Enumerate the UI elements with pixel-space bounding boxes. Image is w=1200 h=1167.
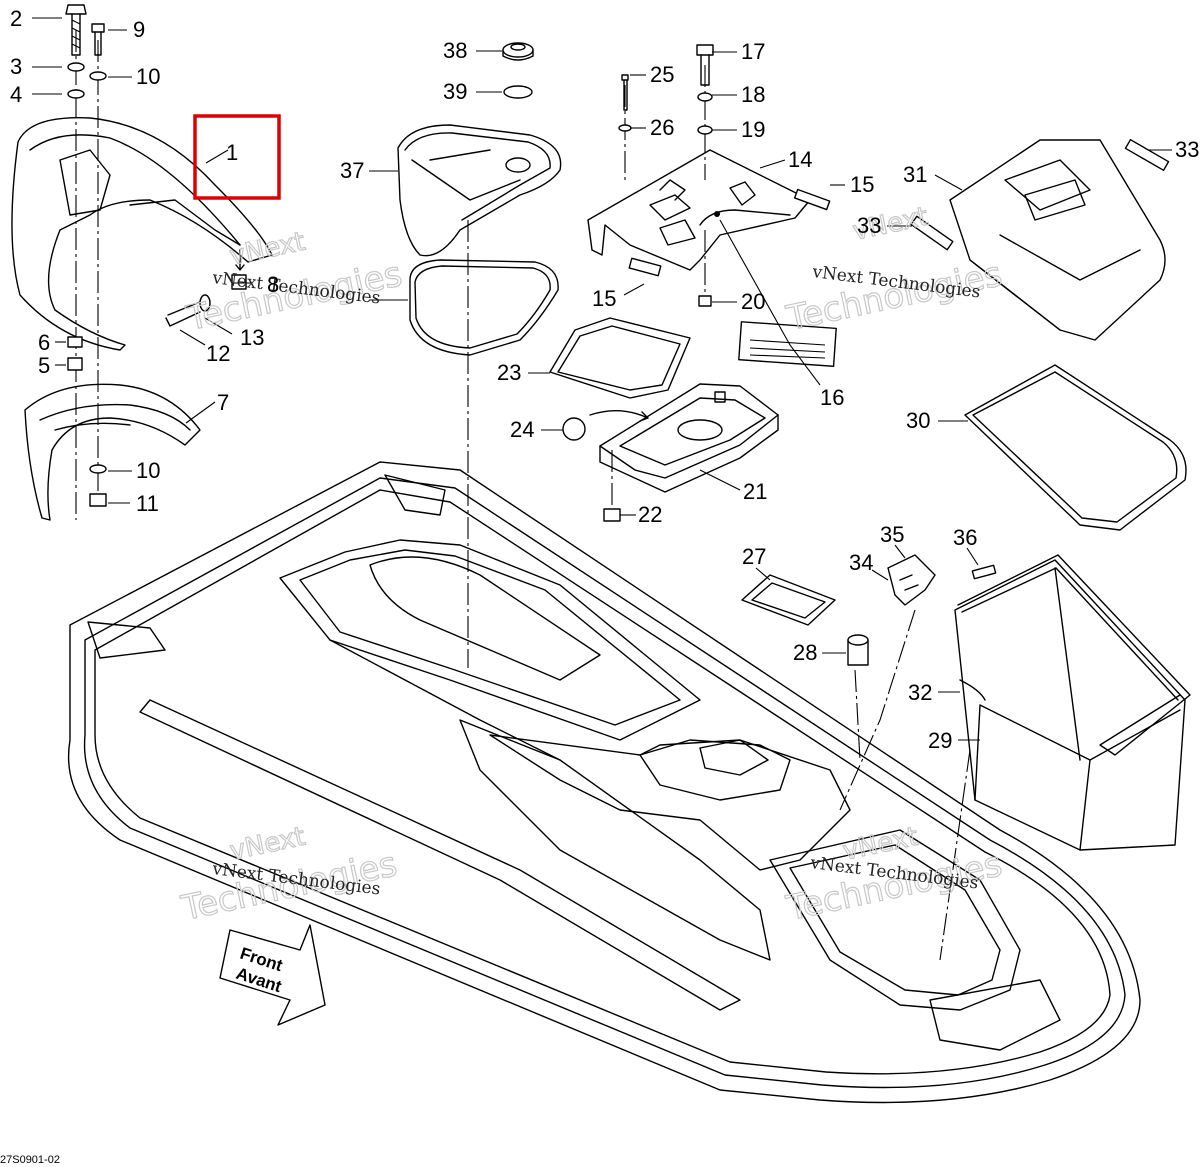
callout-23: 23 (497, 360, 521, 385)
callout-11: 11 (136, 491, 159, 516)
watermark-vnext-1: vNext (227, 227, 308, 272)
callout-27: 27 (742, 544, 766, 569)
callout-21: 21 (743, 479, 767, 504)
callout-22: 22 (638, 502, 662, 527)
callout-36: 36 (953, 525, 977, 550)
callout-31: 31 (903, 162, 927, 187)
callout-13: 13 (240, 325, 264, 350)
callout-2: 2 (10, 6, 22, 31)
part-29-storage-bin (954, 554, 1191, 851)
callout-18: 18 (741, 82, 765, 107)
callout-15-upper: 15 (850, 172, 874, 197)
callout-labels: 1 2 3 4 5 6 7 8 9 10 10 11 12 13 14 15 1… (10, 6, 1199, 753)
callout-34: 34 (849, 550, 873, 575)
callout-26: 26 (650, 115, 674, 140)
callout-8: 8 (267, 272, 279, 297)
part-14-console-bracket (587, 149, 837, 368)
part-30-31-storage-lid (910, 138, 1187, 531)
callout-15-lower: 15 (592, 286, 616, 311)
callout-24: 24 (510, 417, 534, 442)
part-37-storage-bin (397, 124, 562, 356)
callout-33-left: 33 (857, 213, 881, 238)
callout-32: 32 (908, 680, 932, 705)
hull-body (67, 461, 1141, 1104)
part-1-grab-handle (11, 117, 273, 351)
highlight-box (193, 114, 281, 200)
callout-17: 17 (741, 39, 765, 64)
callout-30: 30 (906, 408, 930, 433)
front-arrow: Front Avant (219, 924, 326, 1026)
callout-12: 12 (206, 341, 230, 366)
callout-4: 4 (10, 82, 22, 107)
callout-29: 29 (928, 728, 952, 753)
callout-20: 20 (741, 289, 765, 314)
callout-14: 14 (788, 147, 812, 172)
callout-25: 25 (650, 62, 674, 87)
callout-1: 1 (226, 140, 238, 165)
callout-39: 39 (443, 79, 467, 104)
part-38-39-cap (502, 42, 534, 99)
callout-33-right: 33 (1175, 137, 1199, 162)
hardware-parts (65, 4, 714, 522)
callout-10-upper: 10 (136, 64, 160, 89)
callout-16: 16 (820, 385, 844, 410)
assembly-lines (75, 30, 971, 961)
watermarks: Technologies vNext vNext Technologies Te… (177, 201, 1006, 930)
callout-28: 28 (793, 640, 817, 665)
callout-5: 5 (38, 353, 50, 378)
callout-35: 35 (880, 522, 904, 547)
callout-9: 9 (133, 17, 145, 42)
watermark-vnext-3: vNext (227, 822, 308, 867)
part-27-36-small-components (741, 554, 997, 666)
callout-38: 38 (443, 38, 467, 63)
callout-19: 19 (741, 117, 765, 142)
leader-lines (32, 17, 1172, 741)
callout-3: 3 (10, 54, 22, 79)
callout-7: 7 (217, 390, 229, 415)
diagram-code: 27S0901-02 (0, 1154, 60, 1166)
part-7-handle-cover (24, 383, 201, 521)
part-21-console-tray (549, 317, 779, 493)
callout-6: 6 (38, 330, 50, 355)
callout-10-lower: 10 (136, 458, 160, 483)
callout-37: 37 (340, 158, 364, 183)
